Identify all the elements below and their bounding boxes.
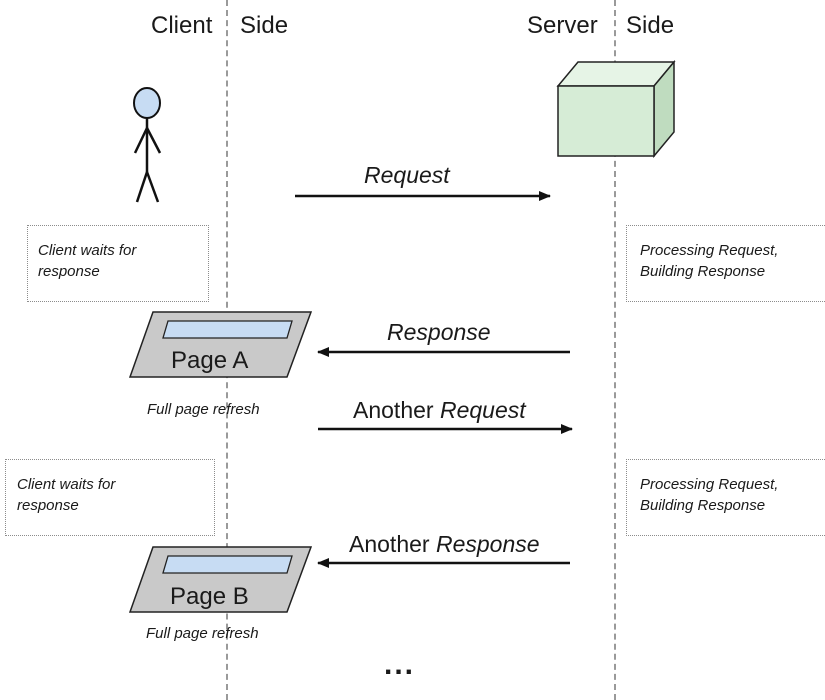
note-line: response bbox=[17, 497, 79, 514]
full-page-refresh-b: Full page refresh bbox=[146, 625, 259, 642]
another-request-label: Another Request bbox=[353, 397, 526, 424]
note-line: Client waits for bbox=[17, 476, 116, 493]
request-label: Request bbox=[364, 162, 450, 188]
client-side-header: Side bbox=[240, 12, 289, 39]
note-line: Building Response bbox=[640, 263, 766, 280]
another-request-plain: Another bbox=[353, 397, 434, 423]
server-box-icon bbox=[556, 59, 676, 159]
note-line: response bbox=[38, 263, 100, 280]
server-lifeline bbox=[614, 0, 616, 700]
client-header: Client bbox=[151, 12, 213, 39]
server-process-note-1: Processing Request, Building Response bbox=[626, 225, 825, 302]
page-b-label: Page B bbox=[170, 583, 249, 610]
client-wait-note-1: Client waits for response bbox=[27, 225, 209, 302]
server-side-header: Side bbox=[626, 12, 675, 39]
server-header: Server bbox=[527, 12, 598, 39]
another-response-italic: Response bbox=[435, 531, 540, 557]
server-process-note-2: Processing Request, Building Response bbox=[626, 459, 825, 536]
page-a-icon bbox=[128, 311, 313, 378]
page-a-label: Page A bbox=[171, 347, 249, 374]
another-response-label: Another Response bbox=[349, 531, 540, 558]
note-line: Client waits for bbox=[38, 242, 137, 259]
another-response-plain: Another bbox=[349, 531, 430, 557]
client-actor-icon bbox=[133, 87, 162, 203]
note-line: Processing Request, bbox=[640, 242, 779, 259]
page-b-icon bbox=[128, 546, 313, 613]
another-request-italic: Request bbox=[439, 397, 526, 423]
response-label: Response bbox=[387, 319, 491, 345]
note-line: Building Response bbox=[640, 497, 766, 514]
full-page-refresh-a: Full page refresh bbox=[147, 401, 260, 418]
client-wait-note-2: Client waits for response bbox=[5, 459, 215, 536]
note-line: Processing Request, bbox=[640, 476, 779, 493]
continuation-ellipsis: ... bbox=[384, 648, 416, 681]
